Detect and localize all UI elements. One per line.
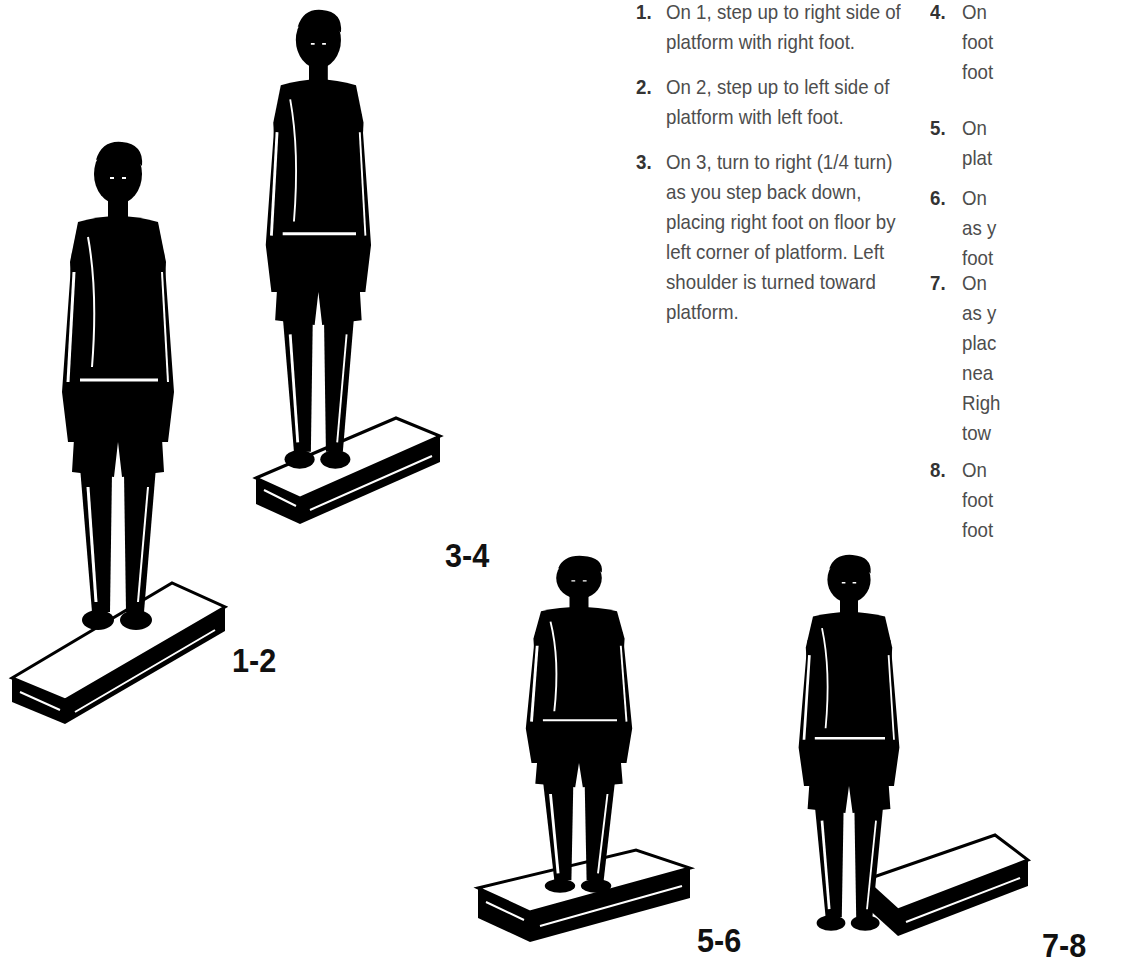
platform bbox=[256, 418, 440, 524]
step-number: 8. bbox=[930, 455, 946, 485]
step-text-fragment: Righ bbox=[962, 388, 1000, 418]
step-text-fragment: On bbox=[962, 113, 987, 143]
step-text-fragment: On bbox=[962, 183, 987, 213]
platform bbox=[478, 850, 690, 942]
step-text-fragment: foot bbox=[962, 57, 993, 87]
person-figure bbox=[62, 142, 174, 630]
step-text-fragment: nea bbox=[962, 358, 993, 388]
person-figure bbox=[526, 556, 632, 893]
step-text: On 3, turn to right (1/4 turn) as you st… bbox=[666, 147, 906, 327]
step-text-fragment: tow bbox=[962, 418, 991, 448]
step-text-fragment: foot bbox=[962, 27, 993, 57]
step-number: 5. bbox=[930, 113, 946, 143]
platform bbox=[12, 583, 225, 724]
count-label: 3-4 bbox=[445, 535, 489, 575]
step-text-fragment: as y bbox=[962, 298, 996, 328]
step-number: 4. bbox=[930, 0, 946, 27]
step-text-fragment: foot bbox=[962, 243, 993, 273]
count-label: 7-8 bbox=[1042, 925, 1086, 963]
step-text-fragment: as y bbox=[962, 213, 996, 243]
step-number: 2. bbox=[636, 72, 652, 102]
step-text-fragment: On bbox=[962, 0, 987, 27]
step-number: 3. bbox=[636, 147, 652, 177]
step-text-fragment: foot bbox=[962, 485, 993, 515]
step-text-fragment: On bbox=[962, 455, 987, 485]
step-text-fragment: plat bbox=[962, 143, 992, 173]
person-figure bbox=[266, 10, 371, 469]
step-number: 7. bbox=[930, 268, 946, 298]
step-number: 6. bbox=[930, 183, 946, 213]
count-label: 5-6 bbox=[697, 920, 741, 960]
count-label: 1-2 bbox=[232, 640, 276, 680]
step-number: 1. bbox=[636, 0, 652, 27]
step-text-fragment: foot bbox=[962, 515, 993, 545]
step-text: On 2, step up to left side of platform w… bbox=[666, 72, 906, 132]
step-text: On 1, step up to right side of platform … bbox=[666, 0, 906, 57]
step-text-fragment: On bbox=[962, 268, 987, 298]
person-figure bbox=[799, 555, 900, 931]
platform bbox=[865, 835, 1028, 936]
step-text-fragment: plac bbox=[962, 328, 996, 358]
